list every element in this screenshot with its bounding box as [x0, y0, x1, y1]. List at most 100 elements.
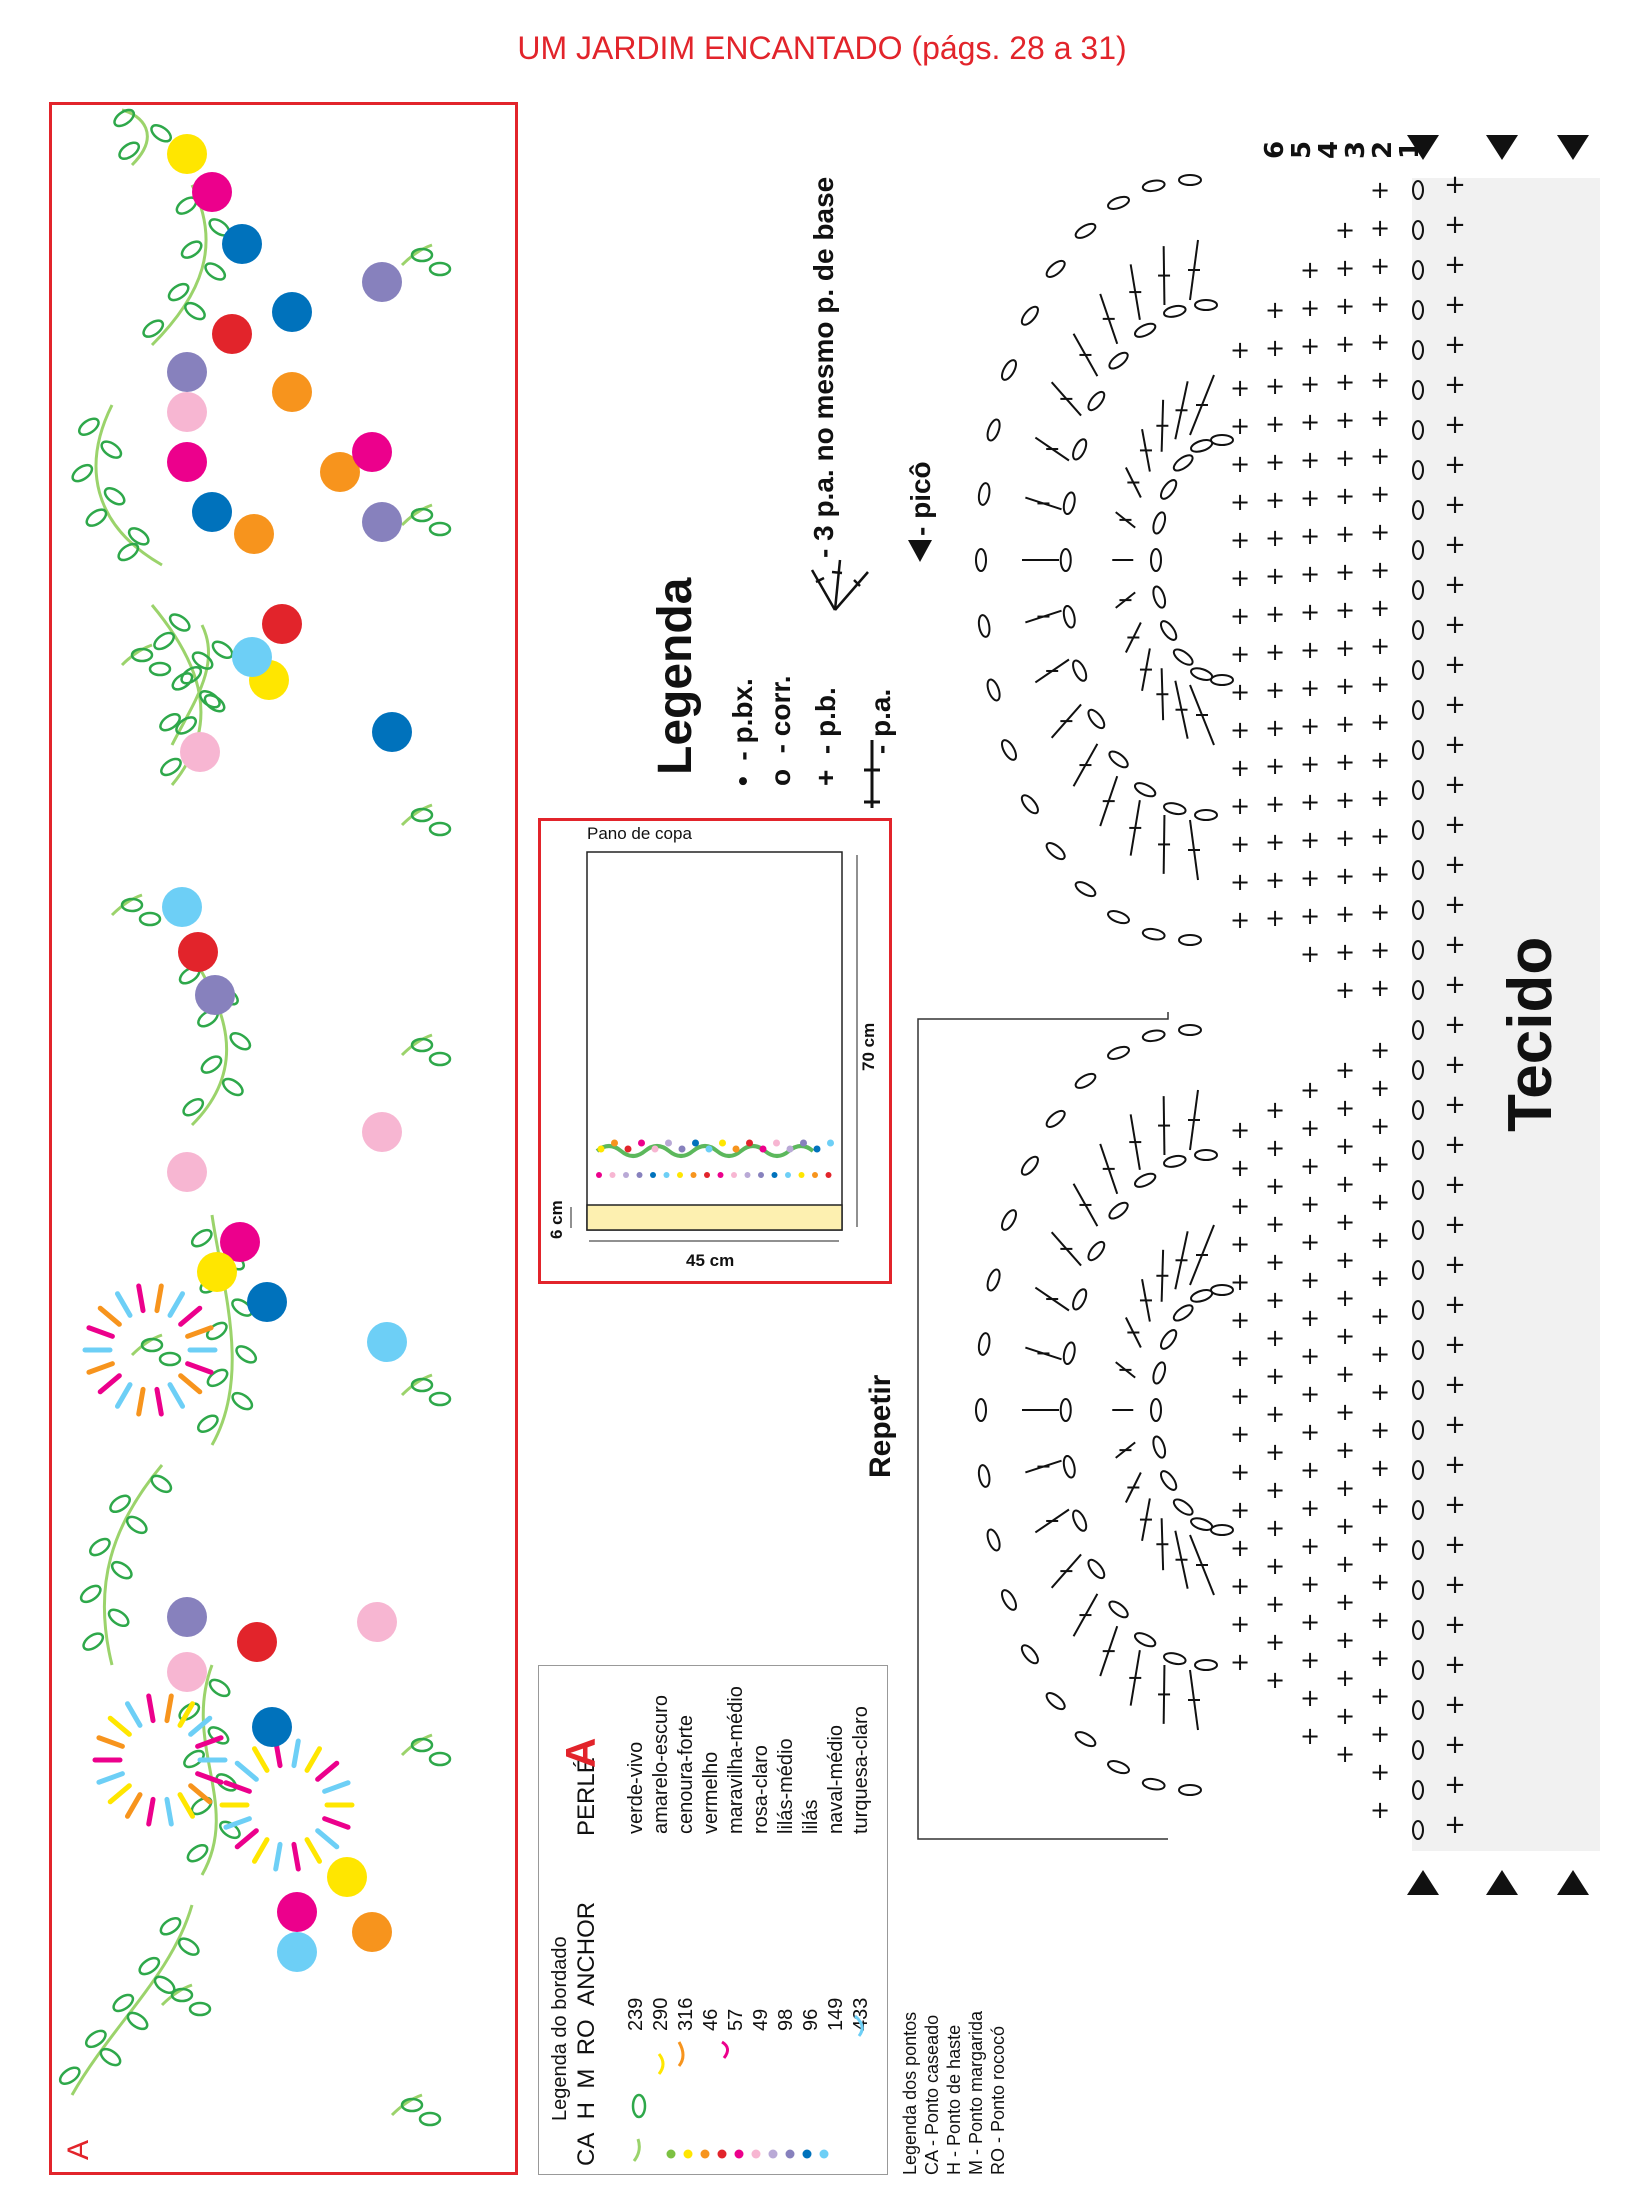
chart-dc-stitch [1141, 429, 1151, 472]
crochet-legend-title: Legenda [649, 577, 702, 775]
flower-ray [107, 1783, 132, 1805]
pico-icon [1407, 1870, 1439, 1895]
flower-ray [195, 1771, 224, 1785]
chart-sc-stitch: + [1335, 330, 1355, 358]
leaf-outline [159, 712, 181, 732]
legend-color-dot [819, 2149, 829, 2159]
chart-chain-stitch [1141, 179, 1166, 193]
towel-flower-dot [785, 1172, 791, 1178]
towel-flower-dot [650, 1172, 656, 1178]
leaf-outline [107, 1608, 130, 1628]
chart-sc-stitch: + [1370, 822, 1390, 850]
flower-ray [97, 1373, 122, 1395]
chart-sc-stitch: + [1230, 640, 1250, 668]
chart-chain-stitch [1412, 860, 1424, 880]
flower-ray [291, 1841, 301, 1872]
leaf-outline [88, 1537, 111, 1557]
towel-flower-dot [692, 1139, 699, 1147]
towel-flower-dot [705, 1145, 713, 1153]
chart-dc-stitch [1115, 1361, 1136, 1379]
chart-dc-stitch [1174, 381, 1189, 440]
vine-stem [121, 108, 149, 167]
chart-sc-stitch: + [1230, 1458, 1250, 1486]
chart-chain-stitch [1412, 1820, 1424, 1840]
flower-dot [167, 442, 207, 482]
chart-sc-stitch: + [1335, 1664, 1355, 1692]
towel-flower-dot [663, 1172, 670, 1178]
chart-sc-stitch: + [1265, 524, 1285, 552]
flower-stem [400, 803, 433, 827]
chart-sc-stitch: + [1300, 826, 1320, 854]
flower-dot [372, 712, 412, 752]
leaf-outline [410, 807, 434, 823]
chart-chain-stitch [1412, 980, 1424, 1000]
flower-stem [400, 1373, 433, 1397]
towel-flower-dot [827, 1139, 834, 1147]
towel-flower-dot [732, 1145, 740, 1153]
chart-sc-stitch: + [1335, 444, 1355, 472]
chart-chain-stitch [1412, 1420, 1424, 1440]
chart-pa-stitch: + [1444, 1090, 1466, 1120]
chart-dc-stitch [1141, 1279, 1151, 1322]
chart-sc-stitch: + [1370, 1302, 1390, 1330]
chart-chain-stitch [1001, 359, 1018, 381]
leaf-outline [211, 640, 234, 660]
flower-ray [164, 1693, 174, 1724]
flower-dot [252, 1707, 292, 1747]
chart-chain-stitch [1412, 1540, 1424, 1560]
chart-chain-stitch [1412, 540, 1424, 560]
pico-icon [908, 540, 932, 562]
vine-stem [102, 1464, 164, 1666]
towel-drawing [570, 851, 858, 1242]
flower-dot [320, 452, 360, 492]
chart-sc-stitch: + [1300, 788, 1320, 816]
vine-stem [210, 1214, 234, 1446]
chart-sc-stitch: + [1265, 1134, 1285, 1162]
stitch-legend-item: CA - Ponto caseado [922, 2014, 942, 2175]
chart-chain-stitch [1412, 1340, 1424, 1360]
flower-dot [180, 732, 220, 772]
leaf-outline [418, 2111, 442, 2127]
chart-sc-stitch: + [1230, 716, 1250, 744]
chart-sc-stitch: + [1265, 1286, 1285, 1314]
embroidery-pattern-panel: A [49, 102, 518, 2175]
flower-ray [154, 1386, 164, 1417]
leaf-outline [400, 2097, 424, 2113]
chart-chain-stitch [1210, 1284, 1234, 1296]
chart-chain-stitch [1178, 174, 1202, 186]
flower-stem [400, 243, 433, 267]
legend-row-corr: o - corr. [765, 675, 796, 786]
legend-color-dot [751, 2149, 761, 2159]
leaf-outline [410, 1377, 434, 1393]
chart-chain-stitch [1190, 1289, 1214, 1303]
chart-sc-stitch: + [1265, 600, 1285, 628]
chart-chain-stitch [1412, 1380, 1424, 1400]
chart-dc-stitch [1072, 743, 1099, 787]
chart-sc-stitch: + [1265, 334, 1285, 362]
chart-sc-stitch: + [1230, 1382, 1250, 1410]
leaf-outline [428, 1391, 452, 1407]
chart-sc-stitch: + [1300, 712, 1320, 740]
leaf-outline [410, 1037, 434, 1053]
towel-flower-dot [786, 1145, 794, 1153]
pico-icon [1557, 135, 1589, 160]
flower-ray [188, 1715, 213, 1737]
chart-chain-stitch [1107, 1045, 1130, 1060]
legend-color-dot [683, 2149, 693, 2159]
chart-sc-stitch: + [1370, 632, 1390, 660]
flower-dot [272, 372, 312, 412]
legend-symbols [810, 540, 932, 808]
leaf-outline [206, 1368, 229, 1388]
chart-sc-stitch: + [1335, 1550, 1355, 1578]
legend-stitch-mark [721, 2040, 729, 2059]
chart-sc-stitch: + [1300, 408, 1320, 436]
chart-sc-stitch: + [1370, 328, 1390, 356]
chart-chain-stitch [1141, 1029, 1166, 1043]
leaf-outline [428, 261, 452, 277]
flower-dot [362, 262, 402, 302]
chart-sc-stitch: + [1335, 824, 1355, 852]
chart-chain-stitch [1163, 802, 1187, 816]
leaf-outline [148, 661, 172, 677]
chart-sc-stitch: + [1300, 522, 1320, 550]
chart-sc-stitch: + [1370, 784, 1390, 812]
